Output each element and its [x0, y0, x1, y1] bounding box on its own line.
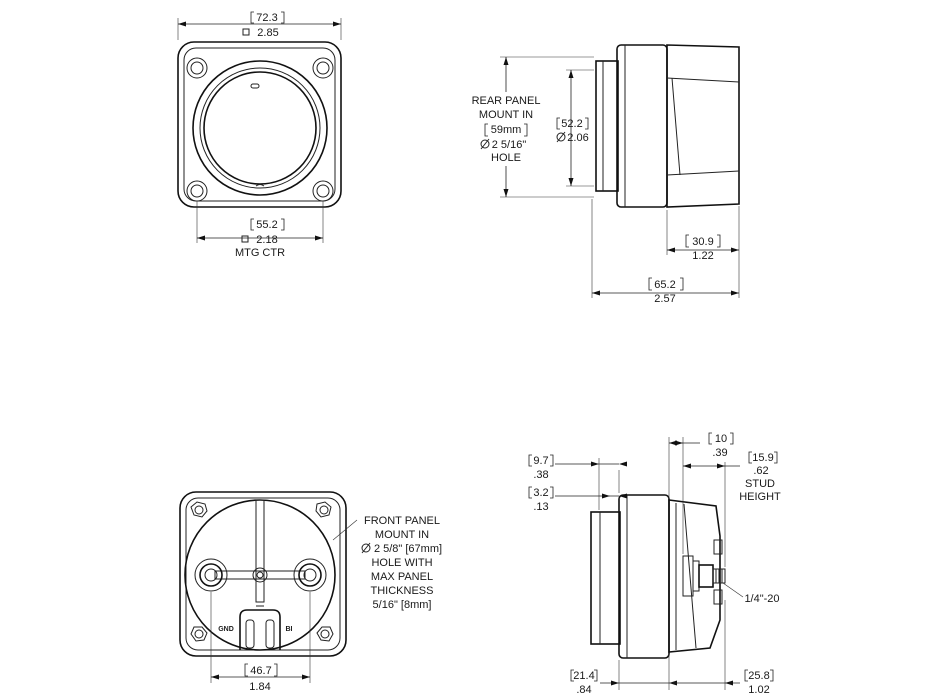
diameter-symbol-icon	[556, 131, 566, 143]
front-label-bi: BI	[286, 626, 293, 633]
side-dia-in: 2.06	[567, 132, 588, 144]
front-face	[184, 499, 336, 651]
rear-mount-in: 2 5/16"	[492, 139, 527, 151]
side-rear-boss	[595, 60, 619, 192]
rear-mounting-hole	[186, 180, 208, 202]
front-note-line3: 2 5/8" [67mm]	[374, 543, 442, 555]
rear-view: 72.3 2.85 55.2 2.18 MTG CTR	[177, 11, 342, 259]
front-note-line2: MOUNT IN	[375, 529, 429, 541]
front-mounting-hole	[190, 501, 208, 518]
front-mounting-hole	[315, 501, 332, 518]
side2-d5-mm: 25.8	[748, 670, 769, 682]
side2-thread: 1/4"-20	[744, 593, 779, 605]
rear-mount-mm: 59mm	[491, 124, 522, 136]
side-depth2-in: 2.57	[654, 293, 675, 305]
side2-stud-washer	[692, 560, 700, 592]
front-mounting-hole	[190, 626, 208, 642]
rear-dial-outer	[192, 60, 328, 196]
side-view-top: REAR PANEL MOUNT IN 59mm 2 5/16" HOLE 52…	[472, 44, 740, 305]
front-label-gnd: GND	[218, 626, 234, 633]
rear-mtg-in: 2.18	[256, 234, 277, 246]
front-note-line6: THICKNESS	[371, 585, 434, 597]
side-dia-mm: 52.2	[561, 118, 582, 130]
front-spacing-mm: 46.7	[250, 665, 271, 677]
rear-dial-inner	[203, 71, 317, 185]
side2-stud-mm: 15.9	[752, 452, 773, 464]
side2-stud-label1: STUD	[745, 478, 775, 490]
rear-mount-hole: HOLE	[491, 152, 521, 164]
front-center-hub	[252, 567, 268, 583]
side2-d4-mm: 21.4	[573, 670, 594, 682]
diameter-symbol-icon	[480, 138, 490, 150]
side2-front-cover	[668, 499, 721, 653]
rear-body-outline	[177, 41, 342, 208]
front-note-line7: 5/16" [8mm]	[373, 599, 432, 611]
side-view-bottom: 9.7 .38 3.2 .13 10 .39 15.9 .62 STU	[528, 432, 781, 696]
side2-d3-mm: 10	[715, 433, 727, 445]
side2-stud-hex	[698, 564, 714, 588]
front-note-line5: MAX PANEL	[371, 571, 433, 583]
side2-rear-boss	[590, 511, 621, 645]
front-connector	[239, 609, 281, 650]
rear-mounting-hole	[312, 180, 334, 202]
side-housing	[666, 44, 740, 208]
rear-dial-ring	[199, 67, 321, 189]
rear-mounting-hole	[186, 57, 208, 79]
side2-d2-mm: 3.2	[533, 487, 548, 499]
rear-width-in: 2.85	[257, 27, 278, 39]
front-horizontal-rib	[214, 570, 306, 580]
side-depth2-mm: 65.2	[654, 279, 675, 291]
side2-stud-label2: HEIGHT	[739, 491, 781, 503]
side2-d5-in: 1.02	[748, 684, 769, 696]
rear-mtg-mm: 55.2	[256, 219, 277, 231]
rear-dial-indicator	[250, 83, 260, 89]
side-depth1-mm: 30.9	[692, 236, 713, 248]
side-depth1-in: 1.22	[692, 250, 713, 262]
front-terminal-stud	[293, 558, 327, 592]
rear-width-mm: 72.3	[256, 12, 277, 24]
rear-mtg-label: MTG CTR	[235, 247, 285, 259]
square-symbol-icon	[241, 235, 249, 243]
rear-mounting-hole	[312, 57, 334, 79]
side2-d4-in: .84	[576, 684, 591, 696]
front-body-outline	[179, 491, 347, 657]
rear-body-inner	[183, 47, 336, 202]
front-note-line4: HOLE WITH	[371, 557, 432, 569]
front-spacing-in: 1.84	[249, 681, 270, 693]
side2-d3-in: .39	[712, 447, 727, 459]
square-symbol-icon	[242, 28, 250, 36]
front-terminal-stud	[194, 558, 228, 592]
front-note-line1: FRONT PANEL	[364, 515, 440, 527]
rear-mount-label-1: REAR PANEL	[472, 95, 541, 107]
side2-d2-in: .13	[533, 501, 548, 513]
front-mounting-hole	[316, 626, 334, 642]
rear-mount-label-2: MOUNT IN	[479, 109, 533, 121]
side2-d1-in: .38	[533, 469, 548, 481]
diameter-symbol-icon	[361, 542, 371, 554]
side2-stud-in: .62	[753, 465, 768, 477]
front-vertical-rib	[255, 499, 265, 603]
front-view: GND BI FRONT PANEL MOUNT IN 2 5/8" [67mm…	[179, 491, 442, 693]
side2-d1-mm: 9.7	[533, 455, 548, 467]
